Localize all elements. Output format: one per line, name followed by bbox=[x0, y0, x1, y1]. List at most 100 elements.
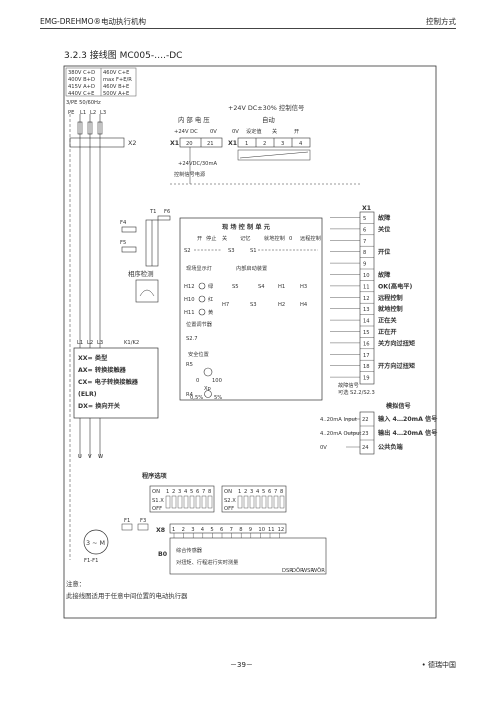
ctrl-supply-label: +24VDC/30mA bbox=[178, 161, 218, 167]
x1-io-num: 24 bbox=[362, 445, 369, 451]
cu-s4: S4 bbox=[258, 284, 265, 290]
x1-terminal-label: 开方向过扭矩 bbox=[378, 362, 416, 370]
cu-r5: R5 bbox=[186, 362, 193, 368]
vt-r0c0: 380V C+D bbox=[68, 70, 95, 76]
k1k2-label: K1/K2 bbox=[124, 340, 139, 346]
dip-num: 3 bbox=[250, 489, 253, 495]
x1-io-left: 4..20mA Output bbox=[320, 431, 361, 437]
x1-terminal-label: 就地控制 bbox=[378, 305, 403, 313]
dip-num: 2 bbox=[172, 489, 175, 495]
section-title: 3.2.3 接线图 MC005-….-DC bbox=[64, 51, 183, 61]
svg-text:ON: ON bbox=[224, 489, 232, 495]
legend-2: CX= 电子转换接触器 bbox=[78, 378, 139, 386]
sensor-dsr: DSR bbox=[282, 568, 293, 574]
ctrl-setting: 设定值 bbox=[246, 127, 262, 135]
dip-num: 1 bbox=[238, 489, 241, 495]
ctrl-pin-20: 20 bbox=[186, 141, 193, 147]
x8-pin: 1 bbox=[172, 527, 175, 533]
x1-io-label: 公共负端 bbox=[378, 443, 404, 451]
cu-s5: S5 bbox=[232, 284, 239, 290]
b0-line2: 对扭矩、行程进行实时测量 bbox=[176, 558, 238, 566]
sensor-wsr: WSR bbox=[302, 568, 314, 574]
phase-detect-block bbox=[135, 279, 159, 303]
fuse-f5-label: F5 bbox=[120, 240, 126, 246]
motor-fuse-f1: F1 bbox=[124, 518, 130, 524]
x1-io-label: 输入 4…20mA 信号 bbox=[378, 415, 437, 423]
cu-sw-close: 关 bbox=[222, 234, 227, 242]
x1-terminal-num: 9 bbox=[363, 262, 366, 268]
x8-pin: 6 bbox=[220, 527, 223, 533]
x1-terminal-label: 正在关 bbox=[378, 317, 397, 325]
dip-num: 6 bbox=[268, 489, 271, 495]
cu-s27: S2.7 bbox=[186, 336, 198, 342]
voltage-table: 380V C+D 460V C+E 400V B+D max F+E/R 415… bbox=[65, 67, 137, 97]
uvw-u: U bbox=[78, 454, 82, 460]
footer-brand: • 德瑞中国 bbox=[421, 661, 456, 669]
x1-terminal-num: 19 bbox=[363, 376, 370, 382]
x1-right-label: X1 bbox=[362, 205, 371, 212]
dip-toggle bbox=[165, 495, 171, 509]
cu-sw-memory: 记忆 bbox=[240, 234, 250, 242]
b0-line1: 综合传感器 bbox=[176, 546, 203, 554]
ctrl-pin-2: 2 bbox=[263, 141, 266, 147]
footer-page: －39－ bbox=[230, 661, 253, 669]
cu-r4: R4 bbox=[186, 392, 194, 398]
dip-num: 2 bbox=[244, 489, 247, 495]
vt-r2c0: 415V A+D bbox=[68, 84, 95, 90]
uvw-v: V bbox=[88, 454, 92, 460]
x1-terminal-row: 9 bbox=[330, 257, 374, 268]
cu-s3b: S3 bbox=[250, 302, 257, 308]
x1-terminal-label: 故障 bbox=[378, 271, 391, 279]
legend-1: AX= 转换接触器 bbox=[78, 366, 127, 374]
x8-pin: 7 bbox=[230, 527, 233, 533]
cu-s2: S2 bbox=[184, 248, 191, 254]
mains-pe: PE bbox=[68, 110, 74, 116]
dip-toggle bbox=[273, 495, 279, 509]
ctrl-pin-3: 3 bbox=[281, 141, 284, 147]
dip-toggle bbox=[267, 495, 273, 509]
cu-sw-open: 开 bbox=[197, 235, 202, 242]
x8-pin: 3 bbox=[191, 527, 194, 533]
vt-r1c1: max F+E/R bbox=[103, 77, 132, 83]
x1-io-left: 4..20mA Input bbox=[320, 417, 357, 423]
note-text: 此接线图适用于任意中间位置的电动执行器 bbox=[66, 591, 188, 600]
cu-internal-title: 内部启动装置 bbox=[236, 264, 267, 272]
b0-label: B0 bbox=[158, 551, 168, 558]
cu-h3: H3 bbox=[300, 284, 307, 290]
sensor-wor: WÖR bbox=[312, 567, 325, 574]
dip-toggle bbox=[201, 495, 207, 509]
x1-top-left-label: X1 bbox=[170, 140, 179, 147]
pos-signal-title: 模拟信号 bbox=[386, 402, 411, 410]
cu-sw-local: 就地控制 bbox=[264, 234, 285, 242]
cu-sw-stop: 停止 bbox=[206, 234, 216, 242]
dip-toggle bbox=[171, 495, 177, 509]
legend-3: (ELR) bbox=[78, 391, 97, 398]
x1-terminal-num: 12 bbox=[363, 296, 370, 302]
x1-terminal-num: 17 bbox=[363, 353, 370, 359]
dip-toggle bbox=[183, 495, 189, 509]
cu-title: 现 场 控 制 单 元 bbox=[222, 223, 271, 231]
uvw-w: W bbox=[98, 454, 103, 460]
x1-terminal-row: 13 就地控制 bbox=[330, 303, 403, 313]
fuse-f6-label: F6 bbox=[164, 209, 170, 215]
dip-toggle bbox=[195, 495, 201, 509]
note-title: 注意： bbox=[66, 579, 85, 588]
x1-terminal-num: 13 bbox=[363, 307, 370, 313]
x8-pin: 2 bbox=[182, 527, 185, 533]
x1-terminal-num: 11 bbox=[363, 284, 370, 290]
svg-text:H12: H12 bbox=[184, 284, 195, 290]
x1-terminal-label: 开位 bbox=[378, 248, 391, 256]
svg-text:红: 红 bbox=[208, 295, 213, 303]
dip-num: 5 bbox=[190, 489, 193, 495]
ctrl-internal: 内 部 电 压 bbox=[178, 115, 210, 124]
cu-lamps-title: 现场显示灯 bbox=[186, 264, 212, 272]
